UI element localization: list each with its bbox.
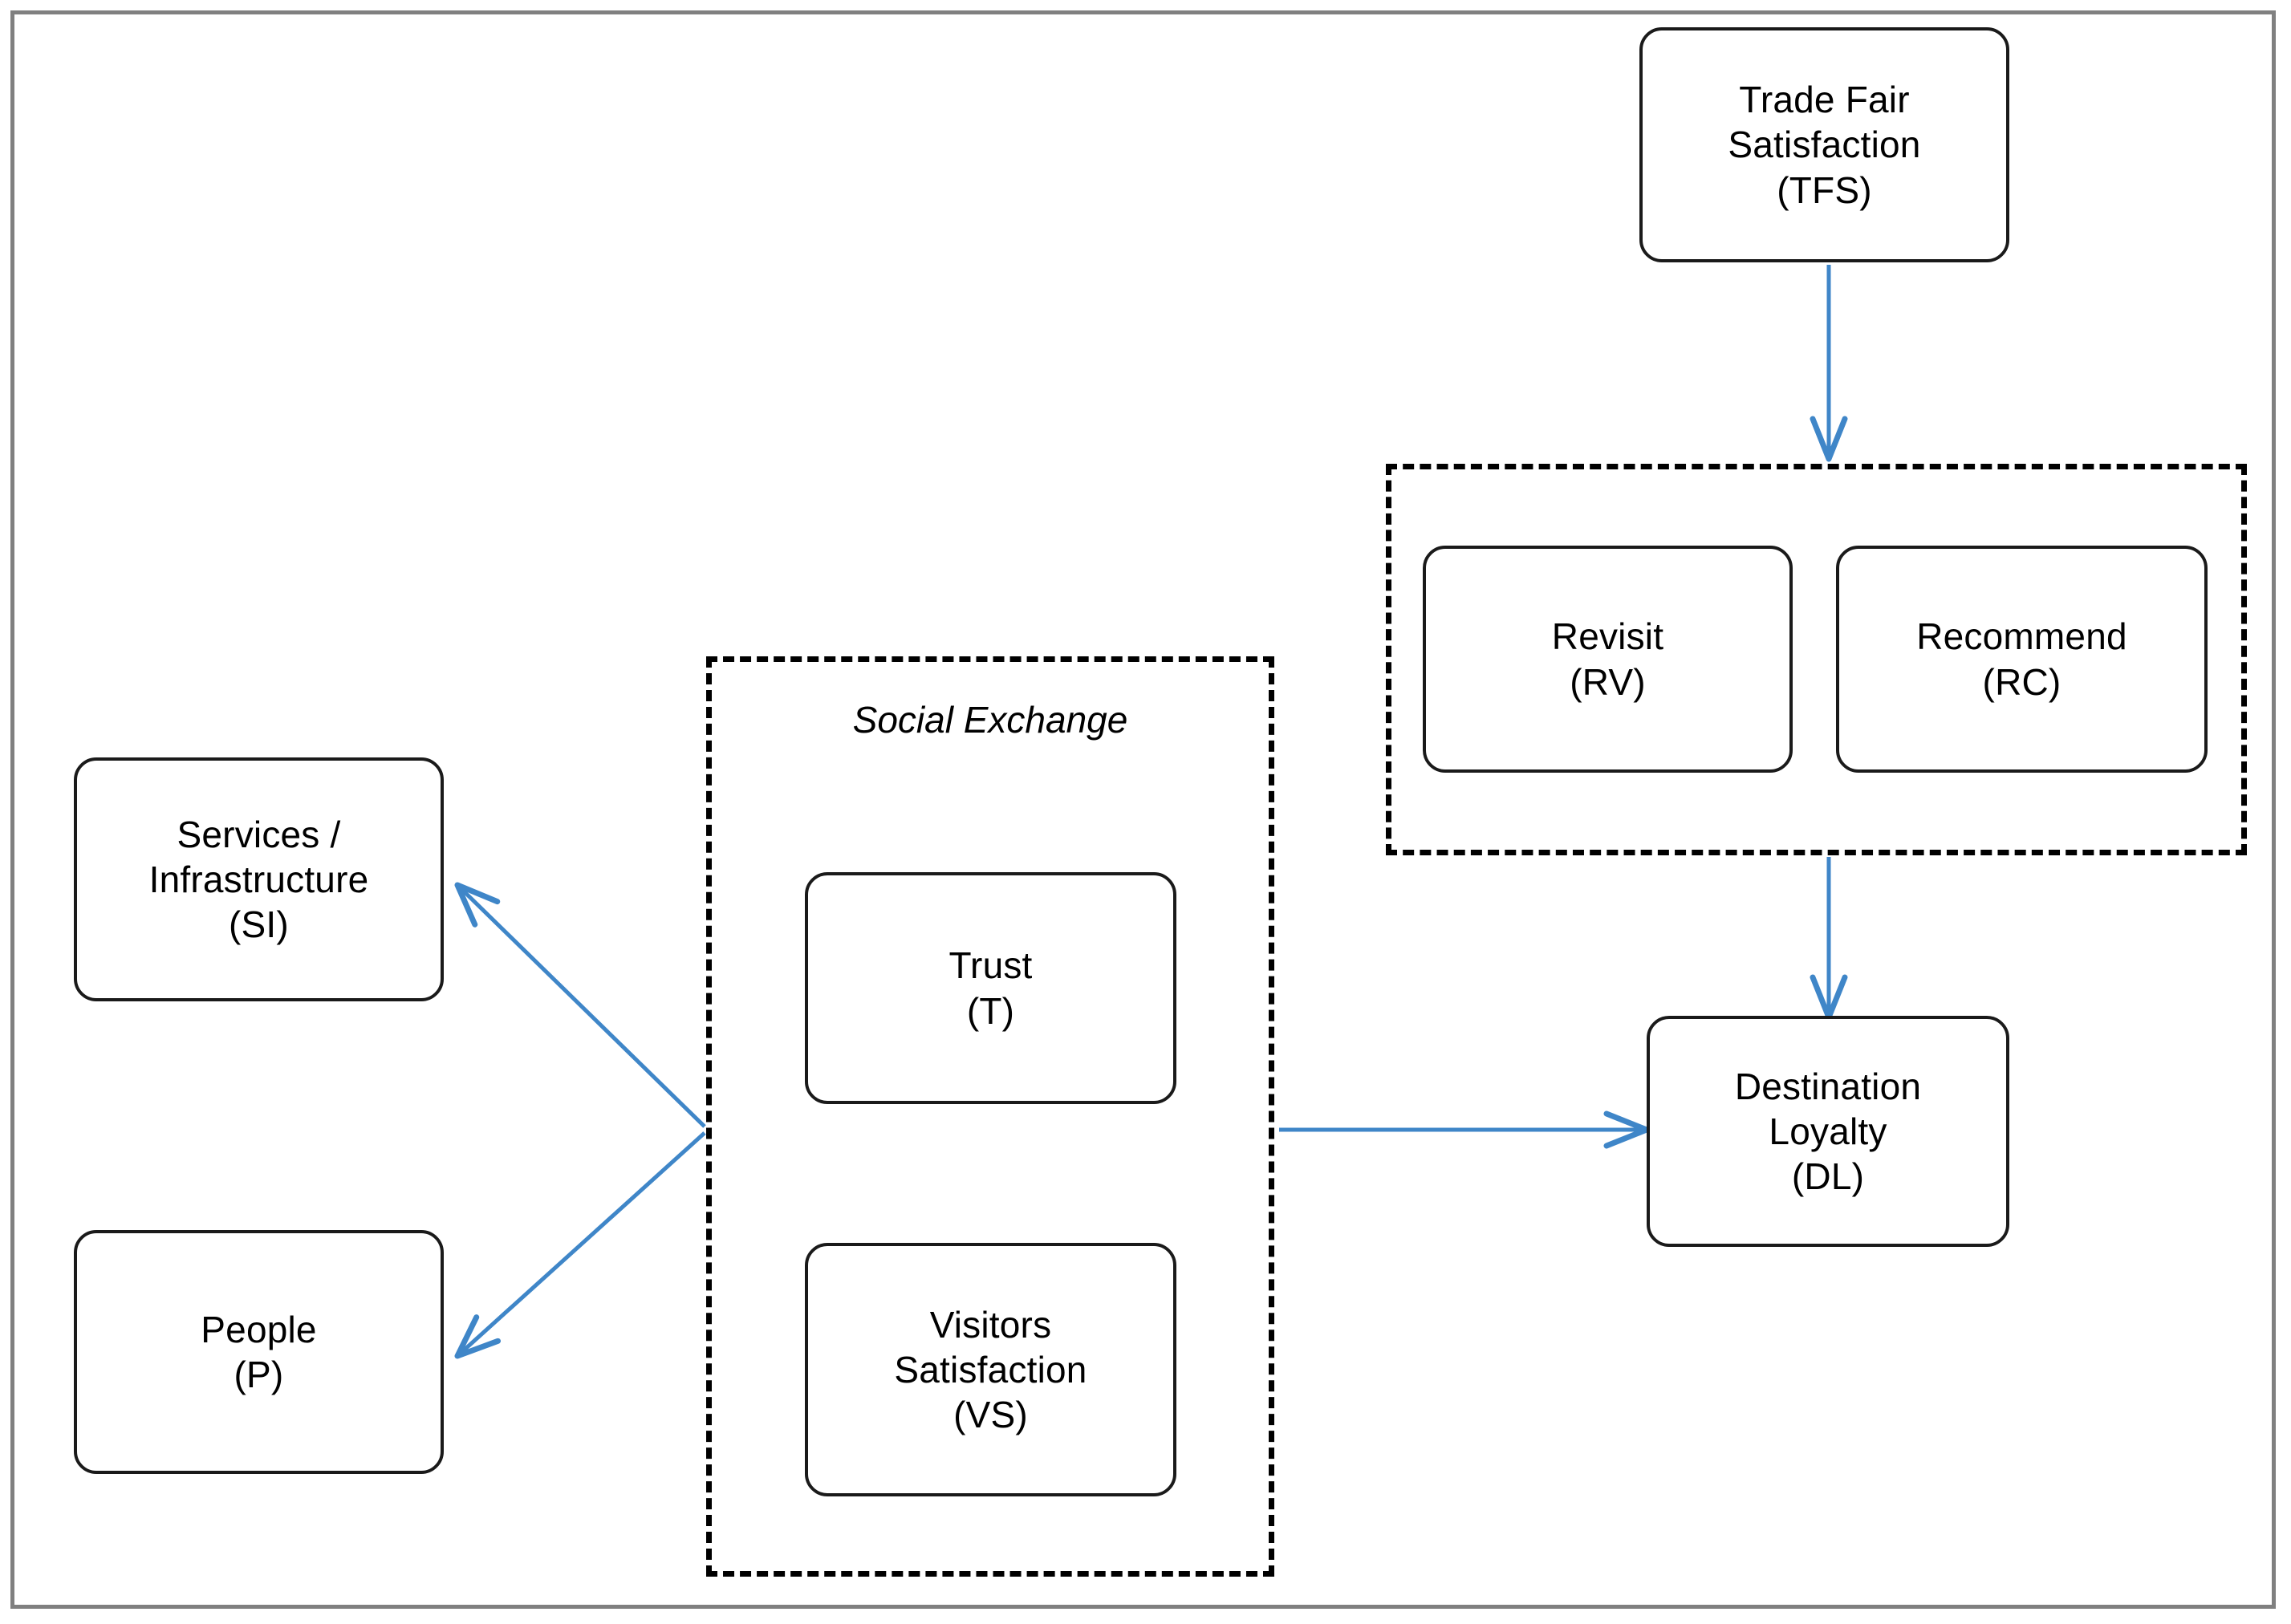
node-services-infrastructure[interactable]: Services / Infrastructure (SI) [74,757,444,1001]
node-trust-label: Trust (T) [948,944,1033,1032]
node-trust[interactable]: Trust (T) [805,872,1176,1104]
node-visitors-satisfaction[interactable]: Visitors Satisfaction (VS) [805,1243,1176,1496]
node-destination-loyalty-label: Destination Loyalty (DL) [1734,1065,1922,1198]
node-revisit-label: Revisit (RV) [1551,615,1664,703]
node-trade-fair-satisfaction[interactable]: Trade Fair Satisfaction (TFS) [1639,27,2009,262]
node-trade-fair-satisfaction-label: Trade Fair Satisfaction (TFS) [1728,79,1921,211]
node-visitors-satisfaction-label: Visitors Satisfaction (VS) [894,1303,1087,1436]
node-services-infrastructure-label: Services / Infrastructure (SI) [148,813,369,946]
node-people[interactable]: People (P) [74,1230,444,1474]
social-exchange-group [706,656,1274,1577]
node-people-label: People (P) [201,1308,317,1395]
loyalty-dimensions-group [1386,464,2247,855]
node-revisit[interactable]: Revisit (RV) [1423,546,1793,773]
outer-frame-border [10,10,2276,1609]
node-recommend-label: Recommend (RC) [1916,615,2127,703]
social-exchange-group-title: Social Exchange [852,699,1128,741]
node-recommend[interactable]: Recommend (RC) [1836,546,2208,773]
node-destination-loyalty[interactable]: Destination Loyalty (DL) [1647,1016,2009,1247]
